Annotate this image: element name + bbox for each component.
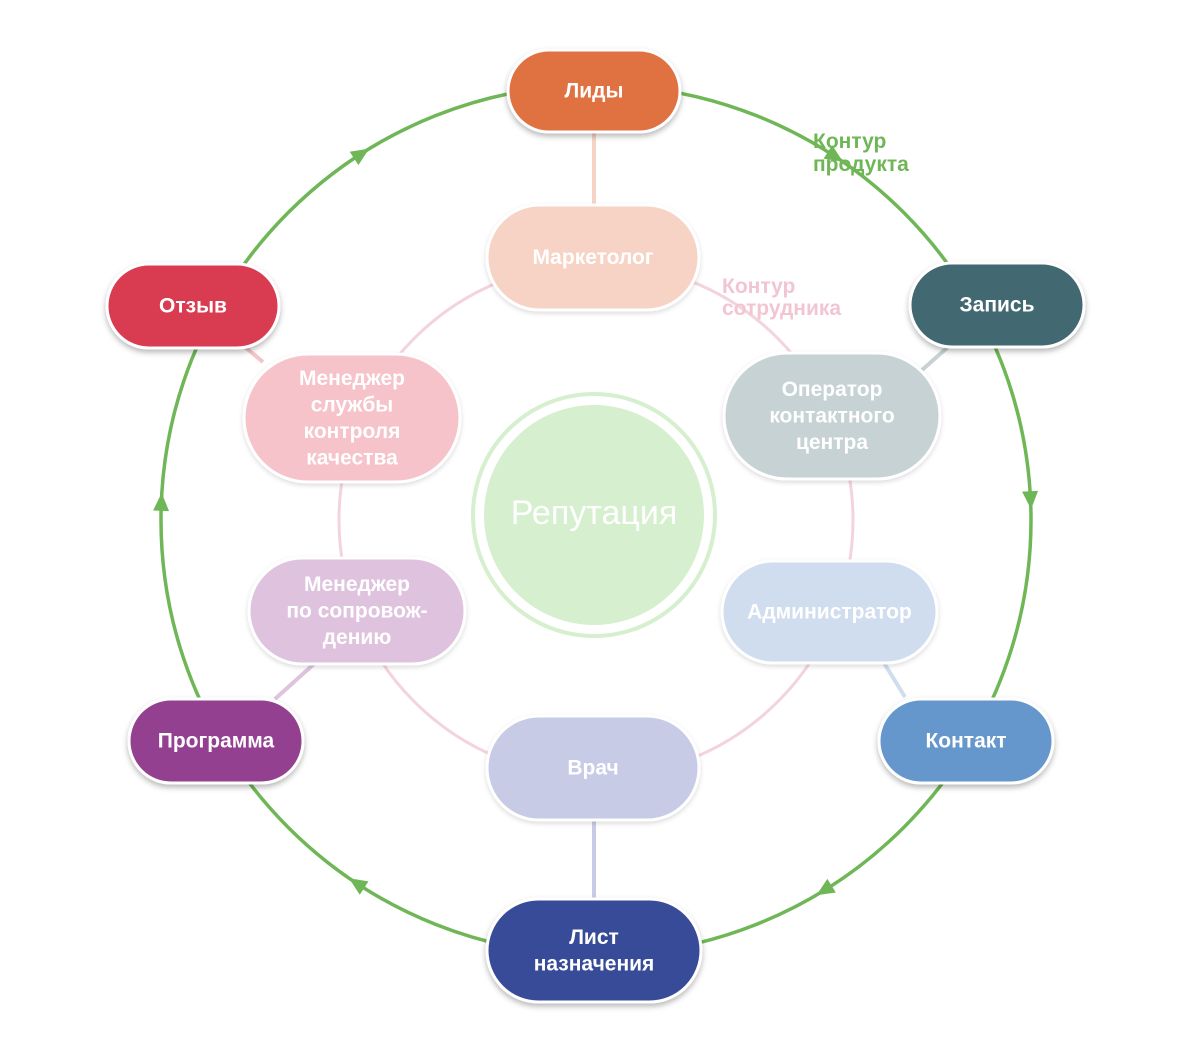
connector-support-manager <box>273 661 317 701</box>
arrow-icon <box>816 878 836 896</box>
stage-prescription-label: Лист <box>569 926 619 949</box>
stage-leads: Лиды <box>506 48 682 134</box>
arrow-icon <box>349 148 370 166</box>
role-operator-pill <box>722 351 942 481</box>
role-qc-manager-label: контроля <box>304 420 401 443</box>
connector-qc-manager <box>243 345 265 364</box>
stage-booking-label: Запись <box>959 294 1034 317</box>
role-operator-label: контактного <box>769 405 894 428</box>
reputation-circle <box>484 405 704 625</box>
product-loop-label-line-2: продукта <box>813 153 909 176</box>
role-support-manager-label: по сопровож- <box>286 600 427 623</box>
stage-review-pill <box>105 262 281 350</box>
employee-loop-label-line-1: Контур <box>722 275 795 298</box>
arrow-icon <box>1022 490 1039 510</box>
stage-leads-pill <box>506 48 682 134</box>
stage-leads-label: Лиды <box>565 80 624 103</box>
stage-booking: Запись <box>908 261 1086 349</box>
role-support-manager-label: дению <box>323 626 392 649</box>
arrow-icon <box>153 492 170 512</box>
role-support-manager-label: Менеджер <box>304 573 410 596</box>
role-marketer-pill <box>485 203 701 312</box>
stage-contact: Контакт <box>877 697 1055 785</box>
role-qc-manager-label: Менеджер <box>299 367 405 390</box>
arrow-icon <box>349 878 369 895</box>
role-support-manager-pill <box>247 556 467 666</box>
connector-operator <box>920 345 950 372</box>
stage-contact-label: Контакт <box>925 730 1006 753</box>
product-loop-label-line-1: Контур <box>813 130 886 153</box>
role-qc-manager: Менеджер службы контроля качества <box>242 352 462 484</box>
role-support-manager: Менеджер по сопровож-дению <box>247 556 467 666</box>
role-operator-label: Оператор <box>782 378 883 401</box>
stage-review-label: Отзыв <box>159 295 227 318</box>
connector-administrator <box>882 661 907 699</box>
stage-contact-pill <box>877 697 1055 785</box>
employee-loop-label: Контур сотрудника <box>722 275 841 320</box>
role-administrator-pill <box>720 559 939 665</box>
role-operator: Оператор контактного центра <box>722 351 942 481</box>
stage-prescription: Лист назначения <box>485 897 703 1004</box>
arrow-icon <box>823 145 843 162</box>
reputation-label: Репутация <box>511 494 677 532</box>
product-loop-arrows <box>153 145 1039 896</box>
role-qc-manager-label: качества <box>306 446 398 469</box>
role-doctor-pill <box>485 714 701 822</box>
role-doctor-label: Врач <box>567 757 618 780</box>
role-administrator-label: Администратор <box>747 601 912 624</box>
stage-program-label: Программа <box>158 730 275 753</box>
stage-prescription-pill <box>485 897 703 1004</box>
role-administrator: Администратор <box>720 559 939 665</box>
stage-program: Программа <box>127 697 305 785</box>
role-doctor: Врач <box>485 714 701 822</box>
role-marketer: Маркетолог <box>485 203 701 312</box>
role-connectors <box>243 132 950 899</box>
stage-prescription-label: назначения <box>534 952 655 975</box>
stage-booking-pill <box>908 261 1086 349</box>
role-qc-manager-label: службы <box>311 393 393 416</box>
product-loop-label: Контур продукта <box>813 130 909 176</box>
role-marketer-label: Маркетолог <box>532 246 653 269</box>
employee-loop-label-line-2: сотрудника <box>722 297 841 320</box>
role-operator-label: центра <box>796 431 868 454</box>
stage-review: Отзыв <box>105 262 281 350</box>
role-qc-manager-pill <box>242 352 462 484</box>
stage-program-pill <box>127 697 305 785</box>
